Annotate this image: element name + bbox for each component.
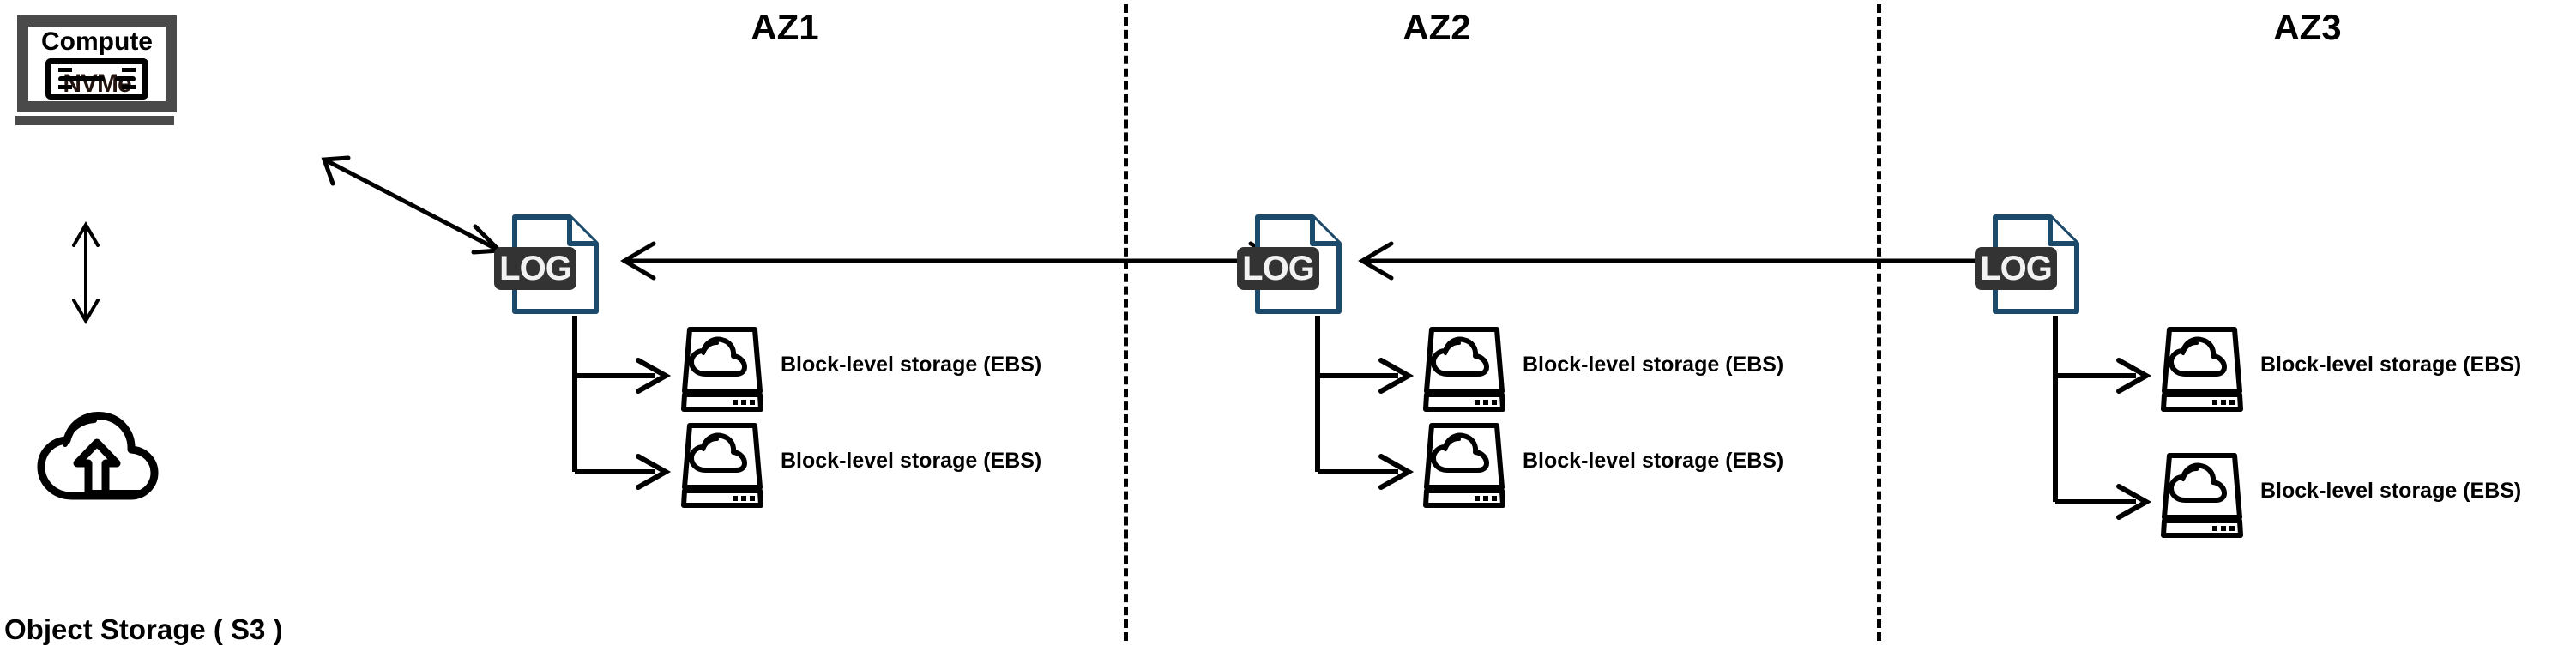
compute-to-object-storage-connector [72,221,100,324]
az1-log-badge-text: LOG [499,250,572,287]
az2-az3-divider [1877,4,1881,641]
az3-header-label: AZ3 [2273,7,2342,47]
az1-ebs-2-label: Block-level storage (EBS) [781,449,1042,473]
az1-log-to-az2-log-connector [620,241,1284,281]
object-storage-label: Object Storage ( S3 ) [4,613,283,645]
compute-title-label: Compute [41,27,153,56]
az3-ebs-2-label: Block-level storage (EBS) [2260,479,2522,503]
az2-log-file-icon: LOG [1237,213,1345,316]
az2-header-label: AZ2 [1403,7,1471,47]
az3-ebs-1-disk-icon [2161,327,2243,412]
az3-ebs-1-label: Block-level storage (EBS) [2260,353,2522,377]
az2-log-to-ebs-connectors [1315,316,1415,490]
az2-log-to-az3-log-connector [1358,241,2030,281]
nvme-pin-top-right [122,68,136,72]
az3-log-to-ebs-connectors [2053,316,2152,520]
nvme-text-label: NVMe [63,69,131,98]
az2-ebs-1-disk-icon [1423,327,1505,412]
compute-to-az1-log-connector [321,155,504,255]
az2-ebs-2-label: Block-level storage (EBS) [1523,449,1784,473]
az1-ebs-1-label: Block-level storage (EBS) [781,353,1042,377]
monitor-stand-base [15,116,174,125]
nvme-pin-bottom-right [122,85,136,89]
az1-log-badge: LOG [494,247,576,290]
nvme-card-icon: NVMe [45,58,148,100]
az1-az2-divider [1124,4,1128,641]
az2-ebs-1-label: Block-level storage (EBS) [1523,353,1784,377]
az1-log-file-icon: LOG [494,213,602,316]
az3-log-file-icon: LOG [1975,213,2083,316]
az2-log-badge: LOG [1237,247,1319,290]
compute-monitor-icon: Compute NVMe [17,15,177,112]
az3-ebs-2-disk-icon [2161,453,2243,538]
cloud-upload-icon [37,412,159,500]
az3-log-badge-text: LOG [1980,250,2053,287]
az2-log-badge-text: LOG [1242,250,1315,287]
az1-ebs-2-disk-icon [681,423,763,508]
az3-log-badge: LOG [1975,247,2057,290]
az1-log-to-ebs-connectors [572,316,672,490]
az2-ebs-2-disk-icon [1423,423,1505,508]
az1-ebs-1-disk-icon [681,327,763,412]
nvme-pin-bottom-left [58,85,72,89]
nvme-trace-right [115,76,136,81]
nvme-pin-top-left [58,68,72,72]
az1-header-label: AZ1 [751,7,819,47]
nvme-trace-left [58,76,105,81]
